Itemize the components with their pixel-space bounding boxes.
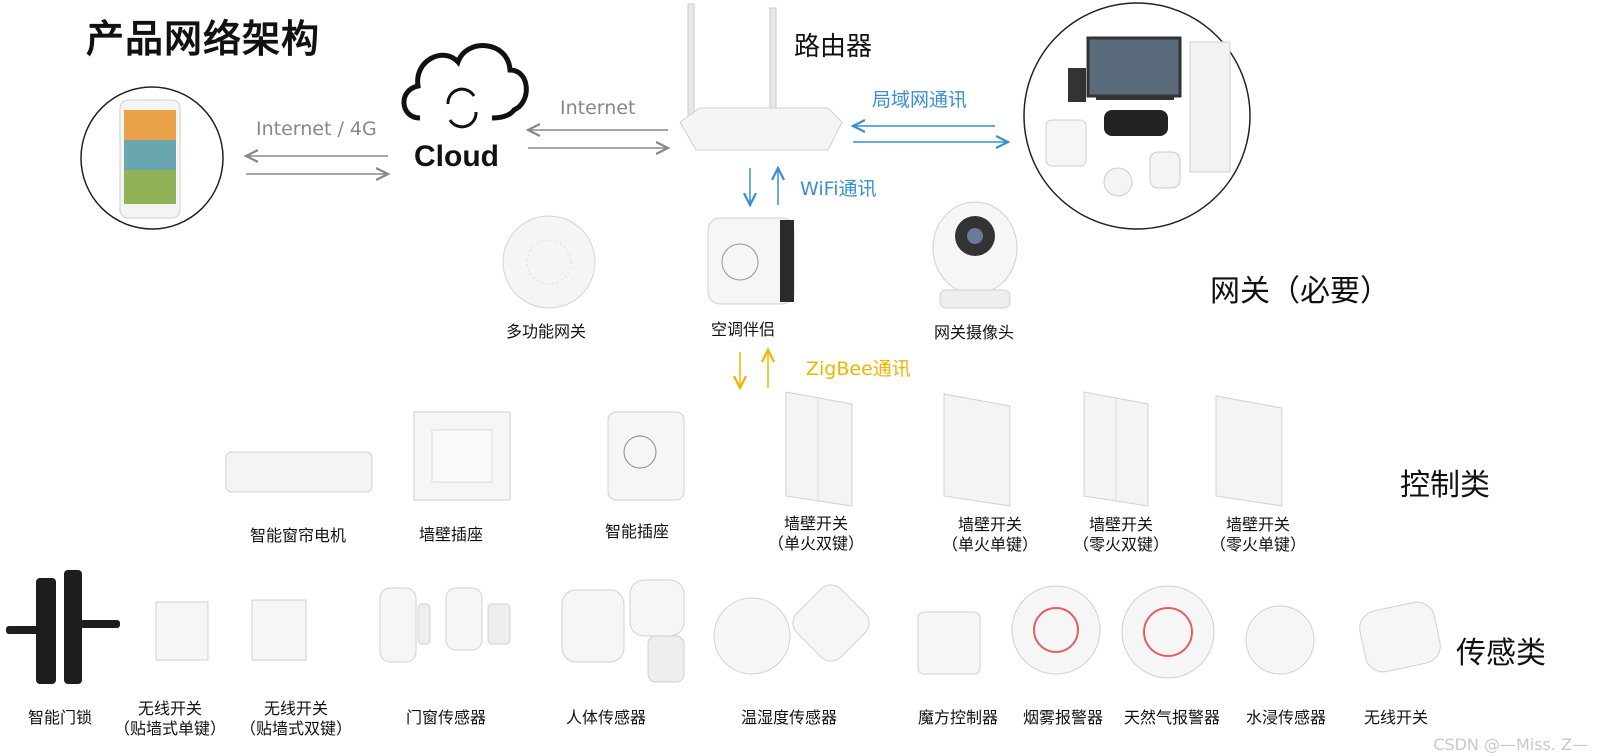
control-label: 墙壁开关（零火单键）: [1209, 515, 1306, 554]
control-label: 墙壁开关（零火双键）: [1072, 515, 1169, 554]
gateway-label: 网关摄像头: [933, 323, 1014, 342]
ac-partner-icon: [707, 217, 795, 305]
category-gateway: 网关（必要）: [1210, 274, 1390, 309]
gateway-label: 多功能网关: [505, 322, 586, 341]
control-label: 智能插座: [604, 522, 669, 541]
router-label: 路由器: [794, 32, 873, 62]
smoke-alarm-icon: [1011, 585, 1101, 675]
hub-icon: [1149, 151, 1181, 189]
gas-alarm-icon: [1121, 585, 1215, 679]
wireless-switch-single-icon: [155, 601, 209, 661]
wall-socket-icon: [413, 411, 511, 501]
sensor-label: 天然气报警器: [1123, 708, 1220, 727]
smart-plug-icon: [1045, 119, 1087, 167]
watermark: CSDN @—Miss. Z—: [1433, 735, 1588, 754]
cloud-icon: [401, 43, 529, 129]
page-title: 产品网络架构: [86, 17, 321, 61]
sensor-label: 水浸传感器: [1245, 708, 1326, 727]
tv-box-icon: [1104, 110, 1168, 136]
category-control: 控制类: [1400, 468, 1490, 503]
wireless-switch-icon: [1359, 601, 1441, 673]
router-icon: [679, 3, 843, 151]
sensor-label: 温湿度传感器: [740, 708, 837, 727]
gateway-camera-icon: [932, 201, 1018, 309]
wall-switch-4-icon: [1215, 395, 1283, 507]
sensor-label: 魔方控制器: [917, 708, 998, 727]
wall-switch-1-icon: [785, 391, 853, 507]
sensor-label: 烟雾报警器: [1022, 708, 1103, 727]
door-window-sensor-icon: [379, 587, 511, 663]
control-label: 墙壁插座: [418, 525, 483, 544]
control-label: 墙壁开关（单火单键）: [941, 515, 1038, 554]
gateway-label: 空调伴侣: [710, 320, 775, 339]
wall-switch-2-icon: [943, 393, 1011, 507]
sensor-label: 无线开关: [1363, 708, 1428, 727]
smart-plug-control-icon: [607, 411, 685, 501]
tv-icon: [1086, 36, 1182, 100]
cloud-label: Cloud: [414, 140, 499, 173]
control-label: 墙壁开关（单火双键）: [767, 514, 864, 553]
motion-sensor-icon: [561, 579, 685, 683]
magic-cube-icon: [917, 611, 981, 675]
link-label-cloud-router: Internet: [560, 97, 636, 119]
wall-switch-3-icon: [1083, 391, 1149, 507]
control-label: 智能窗帘电机: [249, 526, 346, 545]
category-sensor: 传感类: [1456, 636, 1546, 671]
air-purifier-icon: [1189, 41, 1231, 173]
sensor-label: 无线开关（贴墙式单键）: [113, 699, 226, 738]
smart-lock-icon: [6, 570, 120, 684]
wireless-switch-double-icon: [251, 599, 307, 661]
small-camera-icon: [1103, 167, 1133, 197]
sensor-label: 门窗传感器: [405, 708, 486, 727]
link-label-lan: 局域网通讯: [872, 89, 968, 111]
sensor-label: 人体传感器: [565, 708, 646, 727]
multi-gateway-icon: [502, 215, 596, 309]
link-label-phone-cloud: Internet / 4G: [256, 118, 377, 140]
link-label-wifi: WiFi通讯: [800, 178, 877, 200]
sensor-label: 智能门锁: [27, 708, 92, 727]
sensor-label: 无线开关（贴墙式双键）: [239, 699, 352, 738]
temp-humidity-sensor-icon: [713, 584, 870, 675]
curtain-motor-icon: [225, 451, 373, 493]
phone-icon: [119, 99, 181, 219]
water-leak-sensor-icon: [1245, 605, 1315, 675]
link-label-zigbee: ZigBee通讯: [806, 358, 911, 380]
speaker-icon: [1068, 68, 1086, 102]
